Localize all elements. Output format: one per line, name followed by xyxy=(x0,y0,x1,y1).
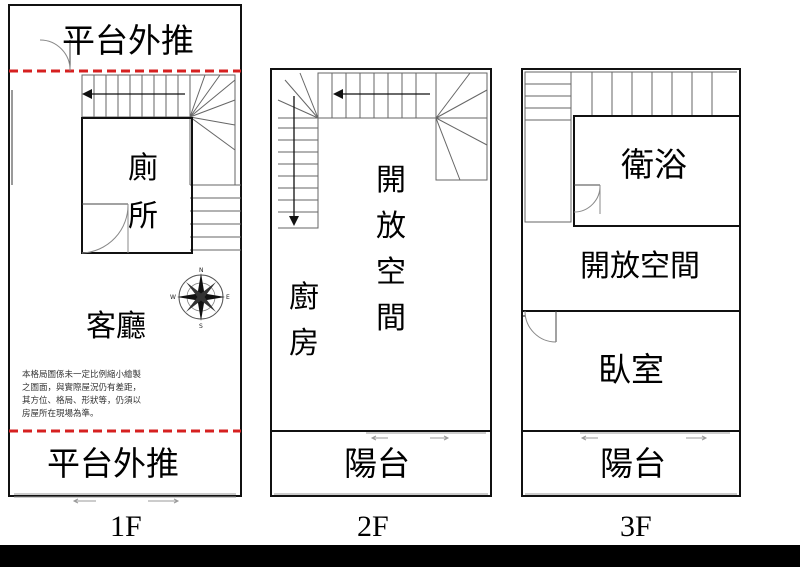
room-platform-bottom: 平台外推 xyxy=(47,444,179,483)
platform-top-door xyxy=(39,39,71,72)
room-open-2f-2: 放 xyxy=(376,209,406,244)
room-bedroom: 臥室 xyxy=(598,350,664,389)
compass-w-label: W xyxy=(170,294,176,301)
compass-n-label: N xyxy=(199,267,204,274)
room-toilet-line1: 廁 xyxy=(128,151,158,186)
room-balcony-2f: 陽台 xyxy=(344,444,410,483)
room-open-3f: 開放空間 xyxy=(580,249,700,284)
stairs-2f xyxy=(277,72,488,229)
toilet-door xyxy=(81,203,129,254)
floor-3f-label: 3F xyxy=(620,510,652,543)
room-kitchen-2: 房 xyxy=(289,326,319,361)
room-open-2f-4: 間 xyxy=(376,301,406,336)
bedroom-door xyxy=(524,310,557,343)
bath-room-walls xyxy=(573,115,740,227)
toilet-room-walls xyxy=(81,117,193,254)
stairs-2f-arrow-horizontal xyxy=(333,89,430,99)
room-kitchen-1: 廚 xyxy=(289,280,319,315)
floor-2f-label: 2F xyxy=(357,510,389,543)
compass-s-label: S xyxy=(199,323,203,330)
room-bath: 衛浴 xyxy=(621,145,687,184)
floor-2f: 開 放 空 間 廚 房 陽台 2F xyxy=(270,68,492,543)
floor-3f-outline xyxy=(521,68,741,497)
compass-e-label: E xyxy=(226,294,230,301)
floor-1f: N S E W 平台外推 廁 所 客廳 本格局圖係未一定比例縮小繪製 之圖面，與… xyxy=(8,4,242,543)
disclaimer-line-4: 房屋所在現場為準。 xyxy=(22,408,99,419)
disclaimer-line-2: 之圖面，與實際屋況仍有差距， xyxy=(22,382,141,393)
room-open-2f-1: 開 xyxy=(376,163,406,198)
disclaimer-line-3: 其方位、格局、形狀等，仍須以 xyxy=(22,395,142,406)
disclaimer-line-1: 本格局圖係未一定比例縮小繪製 xyxy=(22,369,142,380)
room-platform-top: 平台外推 xyxy=(62,21,194,60)
stairs-1f xyxy=(81,74,241,251)
stairs-1f-direction-arrow xyxy=(82,89,185,99)
floor-3f-window-arrows xyxy=(580,435,708,441)
compass-icon: N S E W xyxy=(170,267,230,330)
room-living: 客廳 xyxy=(86,309,146,344)
stairs-2f-arrow-down xyxy=(289,96,299,226)
room-toilet-line2: 所 xyxy=(128,199,158,234)
room-open-2f-3: 空 xyxy=(376,255,406,290)
footer-bar xyxy=(0,545,800,567)
floor-1f-label: 1F xyxy=(110,510,142,543)
floor-1f-window-arrows xyxy=(72,498,180,504)
floor-2f-window-arrows xyxy=(370,435,450,441)
floor-2f-outline xyxy=(270,68,492,497)
stairs-3f xyxy=(524,71,737,223)
floor-plan-diagram: N S E W 平台外推 廁 所 客廳 本格局圖係未一定比例縮小繪製 之圖面，與… xyxy=(8,4,741,543)
floor-3f: 衛浴 開放空間 臥室 陽台 3F xyxy=(521,68,741,543)
room-balcony-3f: 陽台 xyxy=(600,444,666,483)
bath-door xyxy=(573,184,601,214)
